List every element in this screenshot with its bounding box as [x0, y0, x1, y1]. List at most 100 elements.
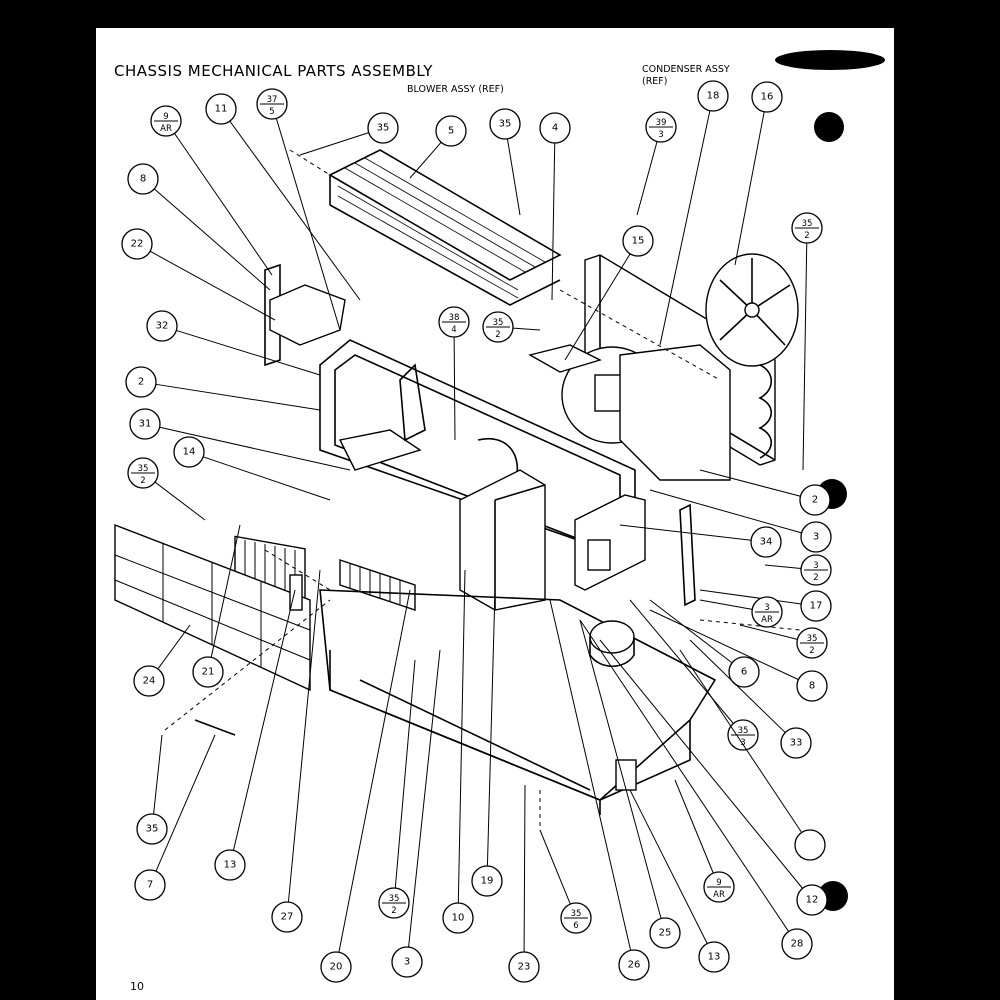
callout-balloon — [127, 163, 159, 195]
leader-line — [506, 138, 521, 216]
callout-c35k: 356 — [539, 829, 592, 934]
callout-number: 25 — [659, 928, 672, 939]
callout-quantity-bottom: 3 — [658, 130, 663, 140]
callout-c18: 18 — [659, 80, 729, 346]
callout-number: 11 — [215, 104, 228, 115]
leader-line — [579, 619, 790, 932]
callout-c13b: 13 — [629, 789, 730, 973]
leader-line — [453, 336, 456, 441]
leader-line — [153, 734, 163, 815]
page-number: 10 — [130, 980, 144, 993]
part-louver-strip — [339, 559, 416, 611]
callout-number: 3 — [404, 957, 410, 968]
leader-line — [149, 250, 276, 321]
callout-balloon — [271, 901, 303, 933]
callout-c28: 28 — [579, 619, 813, 960]
callout-number: 15 — [632, 236, 645, 247]
leader-line — [176, 329, 321, 376]
leader-line — [210, 524, 241, 658]
callout-number: 34 — [760, 537, 773, 548]
leader-line — [564, 253, 631, 361]
leader-line — [157, 624, 191, 670]
part-shroud-panel — [619, 344, 731, 481]
part-compressor — [589, 620, 635, 668]
part-evaporator-panel — [264, 263, 346, 367]
callout-c35f: 32 — [764, 554, 832, 586]
part-front-panel — [114, 523, 311, 692]
callout-quantity-top: 35 — [493, 318, 504, 328]
callout-quantity-top: 9 — [163, 112, 168, 122]
callout-c33: 33 — [689, 639, 812, 759]
callout-balloon — [435, 115, 467, 147]
leader-line — [551, 142, 556, 301]
callout-balloon — [698, 941, 730, 973]
callout-number: 13 — [708, 952, 721, 963]
callout-c9b: 9AR — [674, 779, 735, 903]
callout-c8a: 8 — [127, 163, 271, 291]
leader-line — [155, 383, 321, 411]
leader-line — [409, 141, 442, 179]
callout-c6: 6 — [649, 599, 760, 688]
callout-balloon — [618, 949, 650, 981]
callout-c29: 2 — [699, 469, 831, 516]
callout-balloon — [133, 665, 165, 697]
part-rod — [194, 719, 236, 736]
callout-balloon — [800, 521, 832, 553]
leader-line — [457, 569, 466, 904]
part-control-box — [459, 469, 546, 611]
callout-c5: 5 — [409, 115, 467, 179]
callout-quantity-top: 35 — [807, 634, 818, 644]
leader-line — [523, 784, 526, 953]
callout-quantity-top: 39 — [656, 118, 667, 128]
callout-balloon — [367, 112, 399, 144]
callout-number: 27 — [281, 912, 294, 923]
callout-balloon — [697, 80, 729, 112]
callout-balloon — [214, 849, 246, 881]
callout-c35a: 35 — [299, 112, 399, 156]
callout-number: 20 — [330, 962, 343, 973]
callout-balloon — [750, 526, 782, 558]
callout-balloon — [146, 310, 178, 342]
part-blower-wheel — [328, 149, 562, 306]
diagram-title: CHASSIS MECHANICAL PARTS ASSEMBLY — [114, 62, 433, 80]
callout-quantity-bottom: AR — [160, 124, 172, 134]
callout-quantity-bottom: AR — [761, 615, 773, 625]
callout-balloon — [192, 656, 224, 688]
leader-line — [229, 120, 361, 301]
callout-c35c: 352 — [791, 212, 823, 471]
callout-balloon — [121, 228, 153, 260]
leader-line — [802, 242, 808, 471]
leader-line — [486, 589, 496, 867]
callout-balloon — [796, 884, 828, 916]
callout-quantity-bottom: 6 — [573, 921, 578, 931]
callout-c27: 27 — [271, 569, 321, 933]
callout-balloon — [800, 590, 832, 622]
callout-c9a: 9AR — [150, 105, 273, 276]
leader-line — [154, 481, 206, 521]
callout-quantity-bottom: 2 — [809, 646, 814, 656]
callout-quantity-bottom: 5 — [269, 107, 274, 117]
callout-quantity-top: 35 — [738, 726, 749, 736]
leader-line — [649, 489, 802, 534]
callout-quantity-bottom: 2 — [813, 573, 818, 583]
callout-balloon — [471, 865, 503, 897]
leader-line — [636, 141, 658, 216]
callout-c7: 7 — [134, 734, 216, 901]
leader-line — [674, 779, 714, 874]
callout-number: 26 — [628, 960, 641, 971]
leader-line — [699, 599, 753, 610]
leader-line — [739, 624, 798, 640]
callout-c10: 10 — [442, 569, 474, 934]
leader-line — [549, 599, 632, 951]
callout-number: 10 — [452, 913, 465, 924]
callout-number: 35 — [499, 119, 512, 130]
assembly-guide-lines — [164, 149, 801, 830]
callout-balloon — [125, 366, 157, 398]
callout-balloon — [781, 928, 813, 960]
callout-c2: 2 — [125, 366, 321, 411]
callout-c17: 17 — [699, 589, 832, 622]
callout-c25: 25 — [579, 619, 681, 949]
part-mounting-bracket — [679, 503, 696, 607]
callout-number: 35 — [377, 123, 390, 134]
part-electrical-plate — [574, 494, 646, 591]
